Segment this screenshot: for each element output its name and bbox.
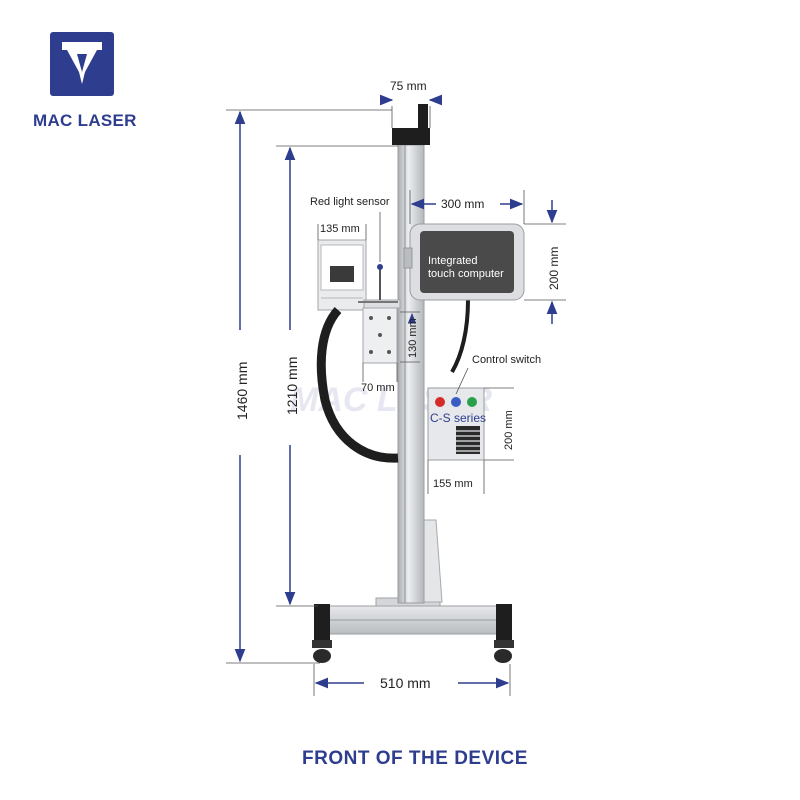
vertical-column: [392, 104, 443, 604]
controller-series-label: C-S series: [430, 411, 486, 425]
touch-computer-label-2: touch computer: [428, 268, 504, 280]
red-light-sensor-label: Red light sensor: [310, 196, 390, 208]
controller-height-label: 200 mm: [503, 410, 515, 450]
touch-computer: [403, 223, 525, 301]
page-caption: FRONT OF THE DEVICE: [302, 748, 528, 769]
head-width-label: 135 mm: [320, 223, 360, 235]
controller-width-label: 155 mm: [433, 478, 473, 490]
brand-name: MAC LASER: [33, 111, 137, 130]
head-cable: [316, 306, 399, 463]
laser-head: [317, 239, 367, 311]
total-height-label: 1460 mm: [234, 362, 250, 420]
base: [312, 597, 514, 663]
mount-bracket: [358, 264, 401, 364]
controller-box: [427, 387, 485, 461]
control-switch-label: Control switch: [472, 354, 541, 366]
laser-logo-icon: [62, 42, 102, 84]
base-width-label: 510 mm: [380, 675, 431, 691]
top-width-label: 75 mm: [390, 79, 427, 93]
bracket-width-label: 70 mm: [361, 382, 395, 394]
column-height-label: 1210 mm: [284, 357, 300, 415]
touch-computer-label-1: Integrated: [428, 255, 478, 267]
screen-cable: [450, 299, 470, 374]
screen-height-label: 200 mm: [547, 247, 561, 290]
bracket-height-label: 130 mm: [407, 318, 419, 358]
screen-width-label: 300 mm: [441, 197, 484, 211]
brand-logo: [50, 32, 114, 96]
